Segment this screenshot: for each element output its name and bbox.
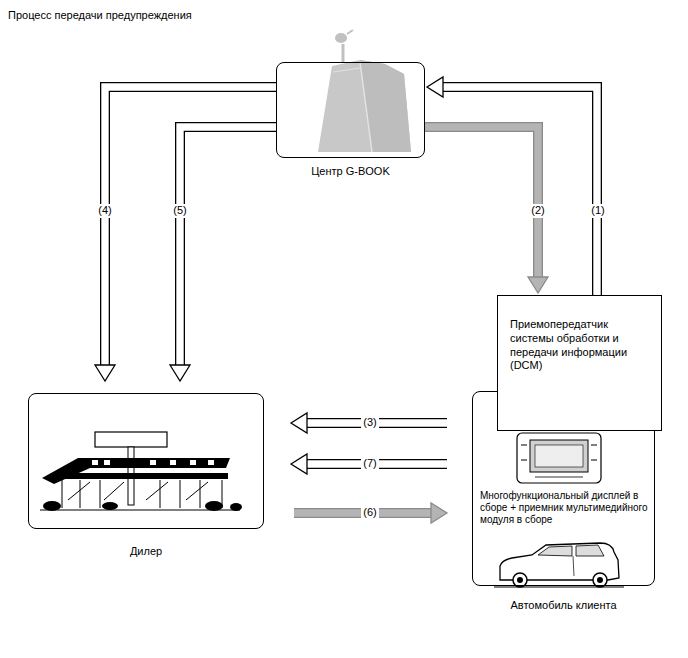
arrow-shaft-outline bbox=[425, 127, 538, 278]
dealer-box: Дилер bbox=[28, 393, 264, 529]
node-heading: Дилер bbox=[9, 545, 283, 559]
flow-arrow bbox=[427, 77, 597, 295]
arrow-head bbox=[170, 365, 190, 381]
callout-number: (6) bbox=[361, 506, 378, 519]
flow-arrow bbox=[291, 454, 447, 474]
customer-car bbox=[494, 543, 624, 587]
arrow-head bbox=[528, 277, 548, 293]
callout-number: (3) bbox=[361, 416, 378, 429]
arrow-shaft-fill bbox=[442, 87, 597, 295]
arrow-shaft-outline bbox=[105, 87, 276, 366]
service-center-box: Центр G-BOOK bbox=[276, 62, 425, 158]
node-text: Приемопередатчик системы обработки и пер… bbox=[510, 318, 631, 373]
callout-number: (7) bbox=[361, 457, 378, 470]
arrow-head bbox=[291, 413, 307, 433]
arrow-shaft-fill bbox=[180, 127, 276, 366]
callout-number: (4) bbox=[96, 204, 113, 217]
node-heading: Центр G-BOOK bbox=[257, 165, 444, 179]
arrow-head bbox=[95, 365, 115, 381]
part-label: Многофункциональный дисплей в сборе + пр… bbox=[480, 490, 652, 526]
dealer-building bbox=[40, 432, 242, 511]
gbook-tower bbox=[318, 30, 411, 152]
flow-arrow bbox=[95, 87, 276, 381]
arrow-head bbox=[427, 77, 443, 97]
flow-arrow bbox=[291, 413, 447, 433]
arrow-shaft-fill bbox=[105, 87, 276, 366]
dcm-box: Приемопередатчик системы обработки и пер… bbox=[497, 295, 662, 431]
arrow-shaft-outline bbox=[180, 127, 276, 366]
flow-arrow bbox=[425, 127, 548, 293]
node-heading: Автомобиль клиента bbox=[453, 599, 674, 613]
flow-arrow bbox=[170, 127, 276, 381]
callout-number: (5) bbox=[171, 204, 188, 217]
flow-arrow bbox=[294, 503, 447, 523]
arrow-head bbox=[431, 503, 447, 523]
arrow-head bbox=[291, 454, 307, 474]
arrow-shaft-fill bbox=[425, 127, 538, 278]
callout-number: (1) bbox=[589, 204, 606, 217]
head-unit bbox=[517, 433, 601, 483]
arrow-shaft-outline bbox=[442, 87, 597, 295]
callout-number: (2) bbox=[529, 204, 546, 217]
diagram-title: Процесс передачи предупреждения bbox=[8, 9, 192, 22]
